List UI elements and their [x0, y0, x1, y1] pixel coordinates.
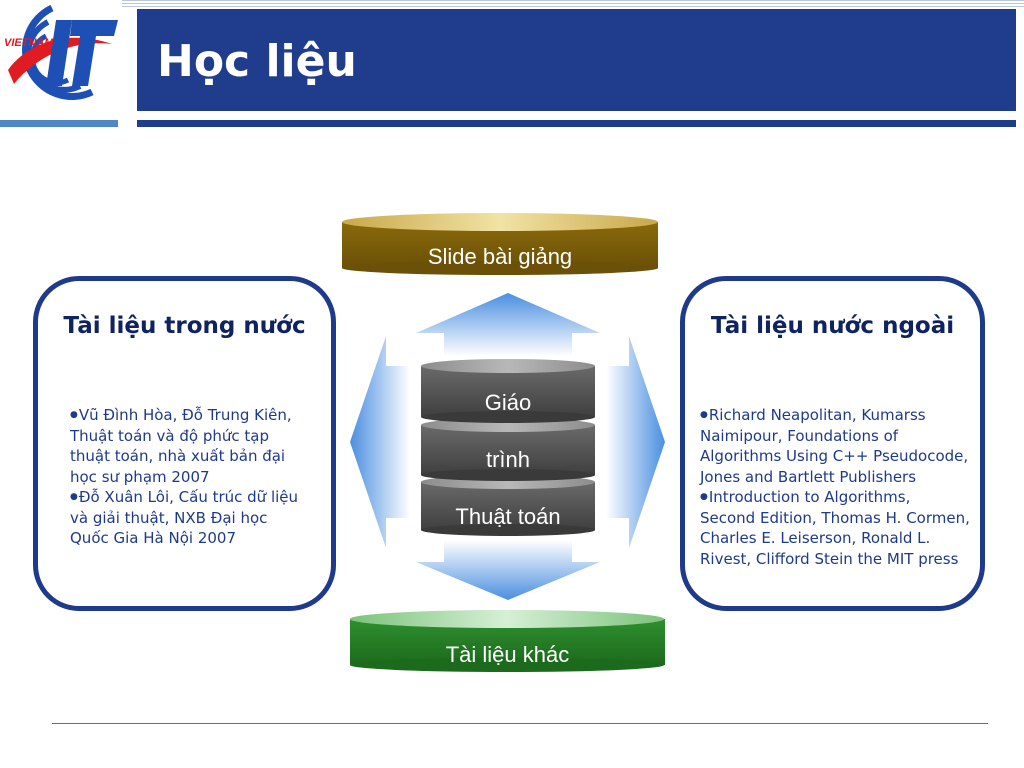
- page-title: Học liệu: [157, 36, 357, 87]
- other-materials-label: Tài liệu khác: [445, 642, 570, 667]
- footer-divider: [52, 723, 988, 724]
- stack-label-3: Thuật toán: [455, 504, 561, 529]
- arrow-left: [350, 336, 410, 548]
- textbook-stack: [421, 359, 595, 536]
- logo-letter-i: [46, 20, 72, 86]
- slide-cylinder: [342, 213, 658, 275]
- list-item: ●Vũ Đình Hòa, Đỗ Trung Kiên, Thuật toán …: [70, 405, 310, 487]
- logo-vietnam-text: VIETNAM: [4, 37, 54, 49]
- list-item: ●Richard Neapolitan, Kumarss Naimipour, …: [700, 405, 970, 487]
- list-item-text: Richard Neapolitan, Kumarss Naimipour, F…: [700, 406, 969, 486]
- bullet-icon: ●: [70, 410, 78, 420]
- list-item: ●Introduction to Algorithms, Second Edit…: [700, 487, 970, 569]
- list-item-text: Introduction to Algorithms, Second Editi…: [700, 488, 970, 568]
- foreign-materials-box: Tài liệu nước ngoài ●Richard Neapolitan,…: [680, 276, 985, 611]
- stack-label-2: trình: [485, 447, 531, 472]
- foreign-materials-list: ●Richard Neapolitan, Kumarss Naimipour, …: [700, 405, 970, 569]
- domestic-materials-box: Tài liệu trong nước ●Vũ Đình Hòa, Đỗ Tru…: [33, 276, 336, 611]
- stack-label-1: Giáo: [484, 390, 532, 415]
- bullet-icon: ●: [700, 410, 708, 420]
- other-materials-cylinder: [350, 610, 665, 672]
- logo-underline: [0, 120, 118, 127]
- bullet-icon: ●: [700, 492, 708, 502]
- title-bar: [137, 9, 1016, 111]
- title-underline: [137, 120, 1016, 127]
- domestic-materials-heading: Tài liệu trong nước: [63, 313, 306, 339]
- list-item-text: Đỗ Xuân Lôi, Cấu trúc dữ liệu và giải th…: [70, 488, 299, 547]
- slide-label: Slide bài giảng: [427, 244, 573, 269]
- vietnam-it-logo: VIETNAM: [4, 4, 118, 100]
- list-item: ●Đỗ Xuân Lôi, Cấu trúc dữ liệu và giải t…: [70, 487, 310, 549]
- header-stripes: [122, 0, 1024, 8]
- domestic-materials-list: ●Vũ Đình Hòa, Đỗ Trung Kiên, Thuật toán …: [70, 405, 310, 549]
- arrow-right: [606, 336, 665, 548]
- foreign-materials-heading: Tài liệu nước ngoài: [710, 313, 955, 339]
- bullet-icon: ●: [70, 492, 78, 502]
- logo-letter-t: [70, 20, 118, 86]
- list-item-text: Vũ Đình Hòa, Đỗ Trung Kiên, Thuật toán v…: [70, 406, 292, 486]
- arrow-down: [416, 540, 600, 600]
- logo-swoosh: [8, 37, 112, 84]
- arrow-up: [416, 293, 600, 356]
